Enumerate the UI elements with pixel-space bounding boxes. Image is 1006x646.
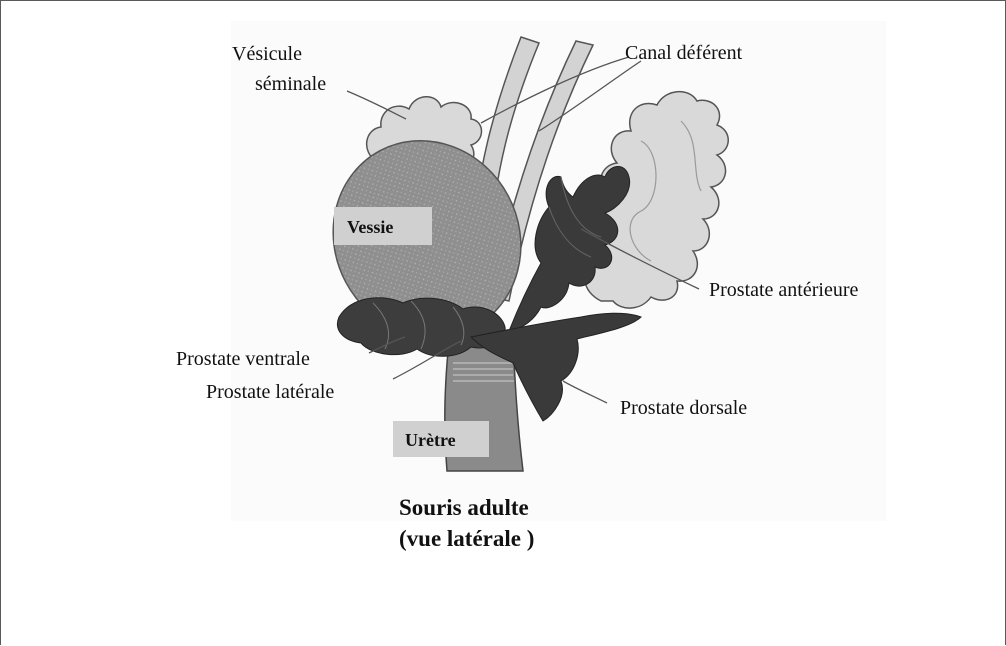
label-vessie: Vessie [347, 217, 393, 237]
label-prostate-dorsale: Prostate dorsale [620, 397, 747, 419]
label-prostate-anterieure: Prostate antérieure [709, 279, 858, 301]
label-canal-deferent: Canal déférent [625, 42, 743, 64]
label-prostate-laterale: Prostate latérale [206, 381, 334, 403]
figure-caption: Souris adulte (vue latérale ) [399, 492, 534, 554]
label-vesicule-line2: séminale [255, 73, 326, 95]
caption-line2: (vue latérale ) [399, 523, 534, 554]
caption-line1: Souris adulte [399, 492, 534, 523]
label-prostate-ventrale: Prostate ventrale [176, 348, 310, 370]
label-vesicule-line1: Vésicule [232, 43, 302, 65]
label-uretre: Urètre [405, 430, 456, 450]
